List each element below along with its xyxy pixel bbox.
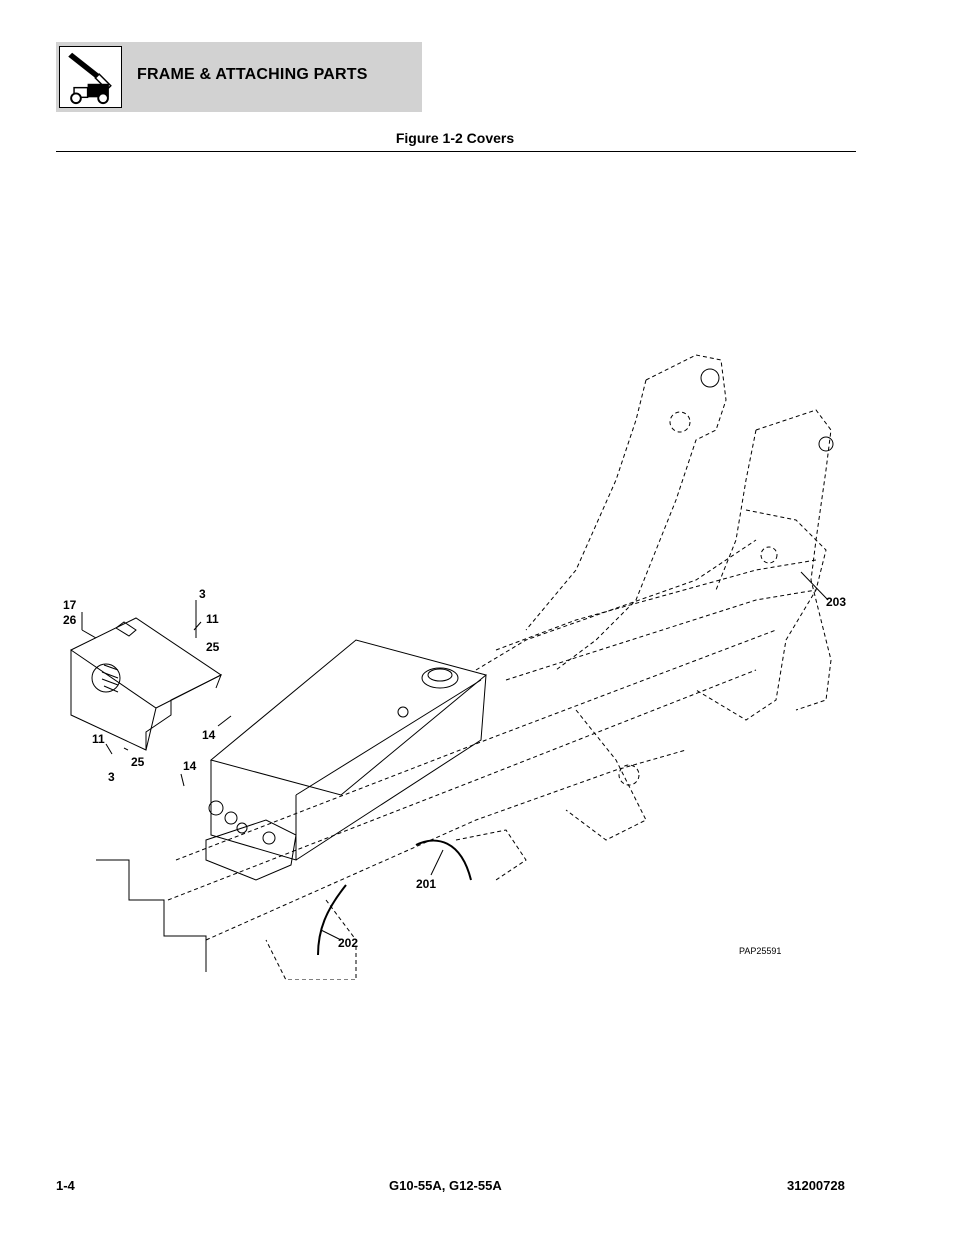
callout-17: 17 bbox=[63, 598, 77, 612]
callout-201: 201 bbox=[416, 877, 437, 891]
callout-26: 26 bbox=[63, 613, 77, 627]
callout-11-top: 11 bbox=[206, 612, 219, 626]
covers-exploded-diagram bbox=[56, 340, 856, 980]
callout-14-upper: 14 bbox=[202, 728, 216, 742]
section-title: FRAME & ATTACHING PARTS bbox=[137, 66, 368, 83]
callout-203: 203 bbox=[826, 595, 847, 609]
callout-3-bottom: 3 bbox=[108, 770, 115, 784]
callout-25-bottom: 25 bbox=[131, 755, 145, 769]
callout-25-top: 25 bbox=[206, 640, 220, 654]
callout-3-top: 3 bbox=[199, 587, 206, 601]
callout-202: 202 bbox=[338, 936, 359, 950]
title-divider bbox=[56, 151, 856, 152]
callout-11-bottom: 11 bbox=[92, 732, 105, 746]
figure-title: Figure 1-2 Covers bbox=[395, 130, 515, 146]
footer-page-number: 1-4 bbox=[56, 1178, 75, 1193]
drawing-id: PAP25591 bbox=[739, 946, 782, 956]
aerial-lift-icon bbox=[59, 46, 122, 108]
callout-14-lower: 14 bbox=[183, 759, 197, 773]
footer-doc-number: 31200728 bbox=[787, 1178, 845, 1193]
footer-model: G10-55A, G12-55A bbox=[389, 1178, 502, 1193]
